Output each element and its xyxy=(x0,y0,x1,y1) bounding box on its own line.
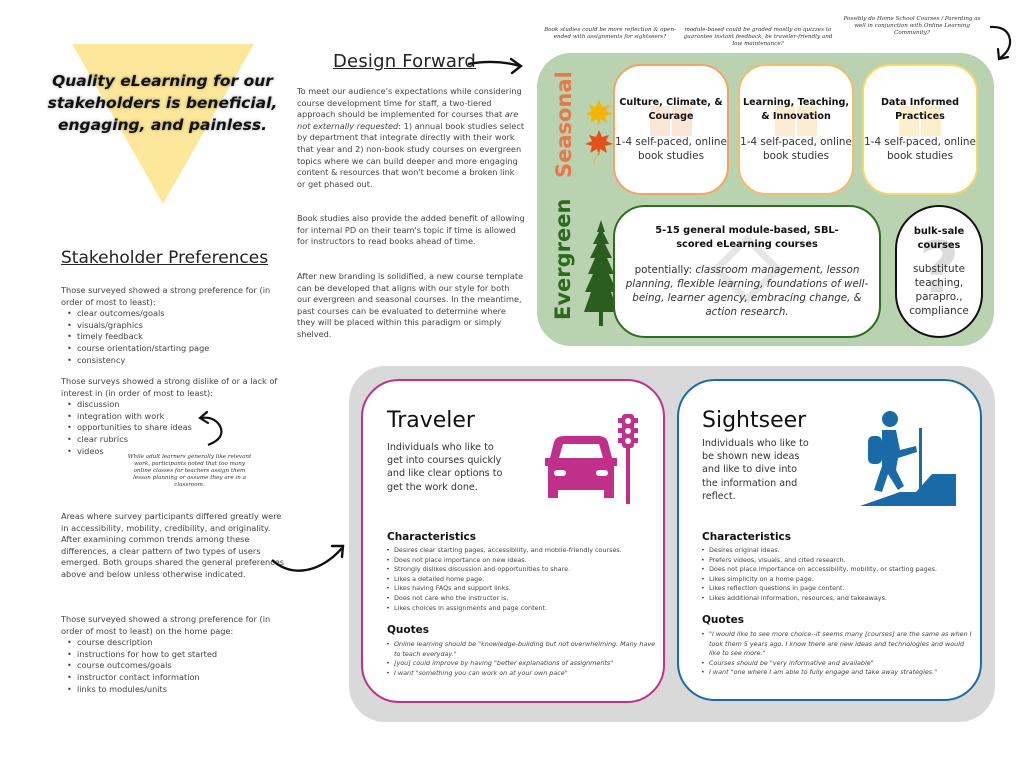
list-item: course outcomes/goals xyxy=(67,660,286,672)
adult-learners-note: While adult learners generally like rele… xyxy=(127,454,252,488)
design-forward-paragraph-2: Book studies also provide the added bene… xyxy=(297,213,525,247)
sightseer-quotes-heading: Quotes xyxy=(702,614,745,626)
question-mark-icon: ? xyxy=(918,227,960,309)
list-item: Courses should be "very informative and … xyxy=(701,659,976,669)
likes-list: clear outcomes/goals visuals/graphics ti… xyxy=(61,308,286,366)
curved-arrow-down-icon xyxy=(989,25,1012,61)
traveler-quotes-list: Online learning should be "knowledge-bui… xyxy=(386,640,656,678)
list-item: consistency xyxy=(67,355,286,367)
evergreen-label: Evergreen xyxy=(551,198,575,320)
list-item: clear outcomes/goals xyxy=(67,308,286,320)
card-title: Culture, Climate, & Courage xyxy=(619,96,723,122)
list-item: Likes having FAQs and support links. xyxy=(386,584,656,594)
likes-section: Those surveyed showed a strong preferenc… xyxy=(61,285,286,366)
dislikes-section: Those surveys showed a strong dislike of… xyxy=(61,376,286,457)
card-title: bulk-sale courses xyxy=(913,225,965,251)
list-item: Does not place importance on accessibili… xyxy=(701,565,976,575)
module-based-note: module-based could be graded mostly on q… xyxy=(683,27,833,47)
list-item: instructions for how to get started xyxy=(67,649,286,661)
bulk-sale-card: ? bulk-sale courses substitute teaching,… xyxy=(895,205,983,338)
book-studies-note: Book studies could be more reflection & … xyxy=(544,27,676,40)
car-traffic-light-icon xyxy=(545,414,638,504)
list-item: links to modules/units xyxy=(67,684,286,696)
sightseer-characteristics-heading: Characteristics xyxy=(702,531,792,543)
book-icon xyxy=(898,105,942,136)
card-body: potentially: classroom management, lesso… xyxy=(625,264,869,319)
hero-triangle xyxy=(72,44,254,204)
list-item: videos xyxy=(67,446,286,458)
list-item: "I would like to see more choice--it see… xyxy=(701,630,976,659)
hero-tagline: Quality eLearning for our stakeholders i… xyxy=(47,72,278,134)
list-item: course orientation/starting page xyxy=(67,343,286,355)
design-forward-title: Design Forward xyxy=(333,51,477,72)
list-item: Likes reflection questions in page conte… xyxy=(701,584,976,594)
yellow-leaf-icon xyxy=(586,100,613,126)
book-icon xyxy=(774,105,818,136)
list-item: discussion xyxy=(67,399,286,411)
seasonal-label: Seasonal xyxy=(552,71,576,178)
book-icon xyxy=(649,105,693,136)
home-school-note: Possibly do Home School Courses / Parent… xyxy=(843,16,981,36)
list-item: visuals/graphics xyxy=(67,320,286,332)
traveler-characteristics-list: Desires clear starting pages, accessibil… xyxy=(386,546,656,613)
card-title: 5-15 general module-based, SBL-scored eL… xyxy=(655,224,839,250)
list-item: Likes additional information, resources,… xyxy=(701,594,976,604)
traveler-characteristics-heading: Characteristics xyxy=(387,531,477,543)
differences-paragraph: Areas where survey participants differed… xyxy=(61,511,284,579)
card-body: 1-4 self-paced, online book studies xyxy=(740,136,852,163)
arrow-right-icon xyxy=(467,57,524,75)
list-item: Prefers videos, visuals, and cited resea… xyxy=(701,556,976,566)
sightseer-characteristics-list: Desires original ideas. Prefers videos, … xyxy=(701,546,976,604)
card-title: Learning, Teaching, & Innovation xyxy=(742,96,850,122)
design-forward-paragraph-1: To meet our audience's expectations whil… xyxy=(297,86,525,189)
list-item: Desires clear starting pages, accessibil… xyxy=(386,546,656,556)
traveler-description: Individuals who like to get into courses… xyxy=(387,442,503,493)
traveler-title: Traveler xyxy=(387,408,475,433)
arrow-to-personas-icon xyxy=(271,544,345,572)
curved-arrow-icon xyxy=(198,410,223,447)
sightseer-description: Individuals who like to be shown new ide… xyxy=(702,438,809,502)
card-body: 1-4 self-paced, online book studies xyxy=(864,136,976,163)
homepage-intro: Those surveyed showed a strong preferenc… xyxy=(61,614,271,636)
homepage-list: course description instructions for how … xyxy=(61,637,286,695)
seasonal-card-learning: Learning, Teaching, & Innovation 1-4 sel… xyxy=(738,64,854,195)
card-title: Data Informed Practices xyxy=(880,96,960,122)
dislikes-list: discussion integration with work opportu… xyxy=(61,399,286,457)
list-item: [you] could improve by having "better ex… xyxy=(386,659,656,669)
design-forward-paragraph-3: After new branding is solidified, a new … xyxy=(297,271,524,339)
evergreen-card: 5-15 general module-based, SBL-scored eL… xyxy=(613,205,881,338)
list-item: Likes choices in assignments and page co… xyxy=(386,604,656,614)
traveler-quotes-heading: Quotes xyxy=(387,624,430,636)
list-item: Strongly dislikes discussion and opportu… xyxy=(386,565,656,575)
list-item: integration with work xyxy=(67,411,286,423)
list-item: timely feedback xyxy=(67,331,286,343)
pine-tree-icon xyxy=(584,220,618,326)
list-item: clear rubrics xyxy=(67,434,286,446)
list-item: course description xyxy=(67,637,286,649)
sightseer-title: Sightseer xyxy=(702,408,807,433)
dislikes-intro: Those surveys showed a strong dislike of… xyxy=(61,376,278,398)
orange-leaf-icon xyxy=(585,130,613,164)
list-item: opportunities to share ideas xyxy=(67,422,286,434)
card-body: substitute teaching, parapro., complianc… xyxy=(909,263,969,318)
hiker-icon xyxy=(860,411,956,506)
seasonal-card-culture: Culture, Climate, & Courage 1-4 self-pac… xyxy=(613,64,729,195)
list-item: I want "something you can work on at you… xyxy=(386,669,656,679)
list-item: instructor contact information xyxy=(67,672,286,684)
list-item: Likes a detailed home page. xyxy=(386,575,656,585)
homepage-section: Those surveyed showed a strong preferenc… xyxy=(61,614,286,695)
list-item: Likes simplicity on a home page. xyxy=(701,575,976,585)
list-item: Does not place importance on new ideas. xyxy=(386,556,656,566)
seasonal-card-data: Data Informed Practices 1-4 self-paced, … xyxy=(862,64,978,195)
list-item: Desires original ideas. xyxy=(701,546,976,556)
sightseer-quotes-list: "I would like to see more choice--it see… xyxy=(701,630,976,678)
stakeholder-preferences-title: Stakeholder Preferences xyxy=(61,248,269,268)
card-body: 1-4 self-paced, online book studies xyxy=(615,136,727,163)
likes-intro: Those surveyed showed a strong preferenc… xyxy=(61,285,271,307)
list-item: I want "one where I am able to fully eng… xyxy=(701,668,976,678)
list-item: Does not care who the instructor is. xyxy=(386,594,656,604)
list-item: Online learning should be "knowledge-bui… xyxy=(386,640,656,659)
